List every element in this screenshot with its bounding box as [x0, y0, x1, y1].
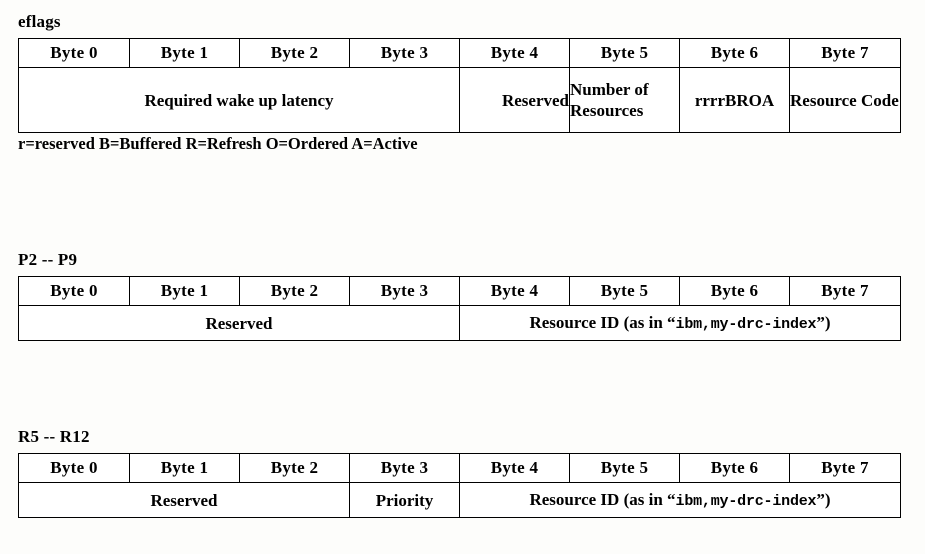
field-priority: Priority [349, 482, 460, 518]
section-label-r5-r12: R5 -- R12 [18, 427, 90, 446]
field-resource-code: Resource Code [789, 67, 901, 133]
flags-legend: r=reserved B=Buffered R=Refresh O=Ordere… [18, 134, 418, 153]
table-header-row: Byte 0 Byte 1 Byte 2 Byte 3 Byte 4 Byte … [18, 453, 901, 483]
resource-id-suffix: ”) [816, 489, 831, 509]
table-field-row: Reserved Priority Resource ID (as in “ib… [18, 482, 901, 518]
byte-layout-table-r5-r12: Byte 0 Byte 1 Byte 2 Byte 3 Byte 4 Byte … [18, 453, 901, 518]
header-byte-5: Byte 5 [569, 453, 680, 483]
header-byte-3: Byte 3 [349, 276, 460, 306]
field-resource-id: Resource ID (as in “ibm,my-drc-index”) [459, 305, 901, 341]
section-label-eflags: eflags [18, 12, 61, 31]
header-byte-7: Byte 7 [789, 453, 901, 483]
header-byte-5: Byte 5 [569, 276, 680, 306]
header-byte-3: Byte 3 [349, 38, 460, 68]
header-byte-2: Byte 2 [239, 38, 350, 68]
header-byte-7: Byte 7 [789, 276, 901, 306]
header-byte-0: Byte 0 [18, 38, 130, 68]
header-byte-3: Byte 3 [349, 453, 460, 483]
field-reserved: Reserved [18, 305, 460, 341]
table-field-row: Required wake up latency Reserved Number… [18, 67, 901, 133]
resource-id-prefix: Resource ID (as in “ [529, 489, 676, 509]
header-byte-6: Byte 6 [679, 453, 790, 483]
field-number-of-resources: Number of Resources [569, 67, 680, 133]
byte-layout-table-eflags: Byte 0 Byte 1 Byte 2 Byte 3 Byte 4 Byte … [18, 38, 901, 133]
section-eflags: eflags Byte 0 Byte 1 Byte 2 Byte 3 Byte … [18, 12, 901, 153]
field-reserved: Reserved [18, 482, 350, 518]
field-resource-id: Resource ID (as in “ibm,my-drc-index”) [459, 482, 901, 518]
header-byte-4: Byte 4 [459, 453, 570, 483]
header-byte-6: Byte 6 [679, 276, 790, 306]
header-byte-0: Byte 0 [18, 276, 130, 306]
section-r5-r12: R5 -- R12 Byte 0 Byte 1 Byte 2 Byte 3 By… [18, 427, 901, 518]
header-byte-5: Byte 5 [569, 38, 680, 68]
section-p2-p9: P2 -- P9 Byte 0 Byte 1 Byte 2 Byte 3 Byt… [18, 250, 901, 341]
resource-id-property-name: ibm,my-drc-index [675, 315, 817, 333]
section-label-p2-p9: P2 -- P9 [18, 250, 78, 269]
header-byte-0: Byte 0 [18, 453, 130, 483]
resource-id-suffix: ”) [816, 312, 831, 332]
header-byte-4: Byte 4 [459, 38, 570, 68]
header-byte-7: Byte 7 [789, 38, 901, 68]
table-header-row: Byte 0 Byte 1 Byte 2 Byte 3 Byte 4 Byte … [18, 276, 901, 306]
header-byte-1: Byte 1 [129, 453, 240, 483]
field-required-wake-up-latency: Required wake up latency [18, 67, 460, 133]
header-byte-1: Byte 1 [129, 38, 240, 68]
header-byte-4: Byte 4 [459, 276, 570, 306]
header-byte-2: Byte 2 [239, 276, 350, 306]
field-reserved: Reserved [459, 67, 570, 133]
header-byte-2: Byte 2 [239, 453, 350, 483]
header-byte-1: Byte 1 [129, 276, 240, 306]
field-rrrrbroa-flags: rrrrBROA [679, 67, 790, 133]
table-header-row: Byte 0 Byte 1 Byte 2 Byte 3 Byte 4 Byte … [18, 38, 901, 68]
resource-id-property-name: ibm,my-drc-index [675, 492, 817, 510]
resource-id-prefix: Resource ID (as in “ [529, 312, 676, 332]
byte-layout-table-p2-p9: Byte 0 Byte 1 Byte 2 Byte 3 Byte 4 Byte … [18, 276, 901, 341]
table-field-row: Reserved Resource ID (as in “ibm,my-drc-… [18, 305, 901, 341]
header-byte-6: Byte 6 [679, 38, 790, 68]
